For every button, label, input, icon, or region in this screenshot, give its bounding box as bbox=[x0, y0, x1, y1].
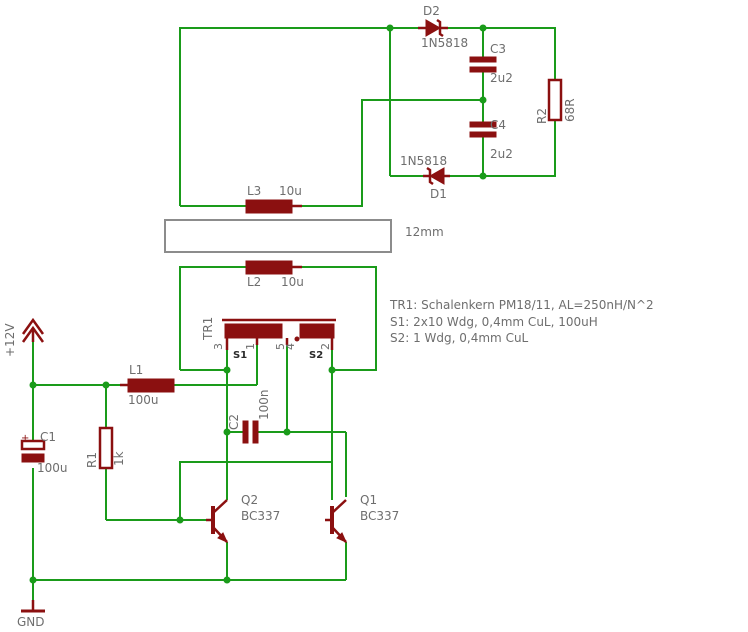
r2-name: R2 bbox=[535, 108, 549, 124]
q2-name: Q2 bbox=[241, 493, 258, 507]
l1-name: L1 bbox=[129, 363, 143, 377]
c3-name: C3 bbox=[490, 42, 506, 56]
capacitor-c3-symbol bbox=[469, 56, 497, 73]
capacitor-c1-symbol: + bbox=[20, 433, 46, 463]
c1-name: C1 bbox=[40, 430, 56, 444]
r1-value: 1k bbox=[112, 451, 126, 466]
junction-dots bbox=[29, 24, 487, 584]
l2-name: L2 bbox=[247, 275, 261, 289]
ground-symbol bbox=[21, 600, 45, 613]
c3-value: 2u2 bbox=[490, 71, 513, 85]
tr1-winding-s1: S1 bbox=[233, 350, 247, 361]
gap-label: 12mm bbox=[405, 225, 444, 239]
d2-value: 1N5818 bbox=[421, 36, 468, 50]
d2-name: D2 bbox=[423, 4, 440, 18]
note-line-1: TR1: Schalenkern PM18/11, AL=250nH/N^2 bbox=[389, 298, 654, 312]
r2-value: 68R bbox=[563, 98, 577, 122]
c2-name: C2 bbox=[227, 414, 241, 430]
tr1-name: TR1 bbox=[201, 317, 215, 341]
diode-d2-symbol bbox=[418, 18, 448, 38]
c4-value: 2u2 bbox=[490, 147, 513, 161]
r1-name: R1 bbox=[85, 452, 99, 468]
svg-text:+: + bbox=[21, 433, 29, 444]
diode-d1-symbol bbox=[423, 166, 450, 186]
resistor-r1-symbol bbox=[98, 426, 114, 470]
capacitor-c4-symbol bbox=[469, 121, 497, 138]
l3-name: L3 bbox=[247, 184, 261, 198]
transformer-tr1-symbol bbox=[222, 318, 336, 350]
note-line-3: S2: 1 Wdg, 0,4mm CuL bbox=[390, 331, 529, 345]
inductor-l2-symbol bbox=[245, 260, 302, 275]
air-gap-frame bbox=[164, 219, 392, 253]
note-line-2: S1: 2x10 Wdg, 0,4mm CuL, 100uH bbox=[390, 315, 598, 329]
tr1-pin-1: 1 bbox=[244, 343, 257, 350]
c2-value: 100n bbox=[257, 389, 271, 420]
supply-arrow-symbol bbox=[21, 317, 45, 343]
resistor-r2-symbol bbox=[547, 78, 563, 122]
tr1-pin-3: 3 bbox=[212, 343, 225, 350]
q1-name: Q1 bbox=[360, 493, 377, 507]
q2-value: BC337 bbox=[241, 509, 280, 523]
d1-name: D1 bbox=[430, 187, 447, 201]
tr1-pin-4: 4 bbox=[284, 343, 297, 350]
inductor-l3-symbol bbox=[245, 199, 302, 214]
l2-value: 10u bbox=[281, 275, 304, 289]
capacitor-c2-symbol bbox=[242, 420, 259, 444]
d1-value: 1N5818 bbox=[400, 154, 447, 168]
inductor-l1-symbol bbox=[120, 378, 175, 393]
transistor-q1-symbol bbox=[325, 499, 347, 543]
c4-name: C4 bbox=[490, 118, 506, 132]
tr1-pin-2: 2 bbox=[319, 343, 332, 350]
supply-label: +12V bbox=[3, 323, 17, 357]
l1-value: 100u bbox=[128, 393, 159, 407]
transistor-q2-symbol bbox=[206, 499, 228, 543]
tr1-pin-5: 5 bbox=[274, 343, 287, 350]
gnd-label: GND bbox=[17, 615, 45, 629]
tr1-winding-s2: S2 bbox=[309, 350, 323, 361]
q1-value: BC337 bbox=[360, 509, 399, 523]
l3-value: 10u bbox=[279, 184, 302, 198]
c1-value: 100u bbox=[37, 461, 68, 475]
